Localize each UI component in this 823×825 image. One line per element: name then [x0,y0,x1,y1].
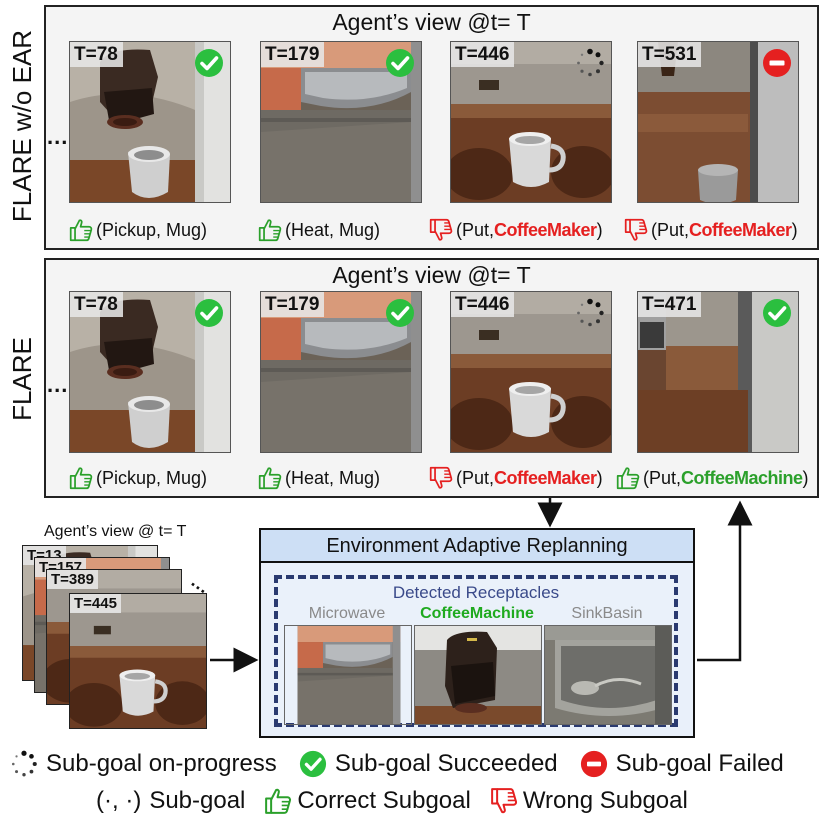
sinkbasin-scene-image [545,626,672,725]
timestep-label: T=471 [638,292,702,317]
timestep-label: T=446 [451,292,515,317]
receptacle-label-sinkbasin: SinkBasin [571,605,643,622]
receptacle-image-sinkbasin [544,625,672,725]
timestep-label: T=78 [70,292,123,317]
stack-label: Agent’s view @ t= T [44,523,187,540]
continuation-ellipsis: ... [47,124,69,149]
stacked-frame-current: T=445 [69,593,207,729]
timestep-label: T=389 [47,570,98,589]
ear-title: Environment Adaptive Replanning [261,530,693,563]
subgoal-close: ) [791,219,798,240]
success-check-icon [762,298,792,328]
thumbs-up-icon [68,465,94,491]
progress-spinner-icon [10,750,38,778]
legend-row-2: (·, ·) Sub-goal Correct Subgoal Wrong Su… [96,786,688,816]
legend-failed: Sub-goal Failed [615,750,784,777]
subgoal-verb: (Put, [643,467,682,488]
frame-pickup-mug: T=78 [69,41,231,203]
success-check-icon [385,48,415,78]
success-check-icon [299,750,327,778]
fail-minus-icon [762,48,792,78]
subgoal-verb: (Put, [456,467,495,488]
timestep-label: T=445 [70,594,121,613]
progress-spinner-icon [575,48,605,78]
subgoal-caption: (Put, CoffeeMaker) [428,217,603,243]
subgoal-caption: (Heat, Mug) [257,217,380,243]
frame-heat-mug: T=179 [260,41,422,203]
success-check-icon [194,298,224,328]
subgoal-caption: (Put, CoffeeMaker) [623,217,798,243]
subgoal-object: CoffeeMachine [681,467,803,488]
subgoal-caption: (Heat, Mug) [257,465,380,491]
frame-put-coffeemaker-failed: T=531 [637,41,799,203]
ear-module: Environment Adaptive Replanning Detected… [259,528,695,738]
thumbs-down-icon [428,217,454,243]
thumbs-down-icon [489,786,519,816]
subgoal-caption: (Pickup, Mug) [68,217,207,243]
subgoal-caption: (Put, CoffeeMaker) [428,465,603,491]
subgoal-caption: (Pickup, Mug) [68,465,207,491]
receptacle-image-coffeemachine [414,625,542,725]
subgoal-close: ) [802,467,809,488]
detected-receptacles-box: Detected Receptacles Microwave CoffeeMac… [274,575,678,727]
panel-title: Agent’s view @t= T [332,262,531,288]
receptacle-image-microwave [284,625,412,725]
subgoal-object: CoffeeMaker [494,467,597,488]
subgoal-close: ) [596,219,603,240]
row-label-flare-without-ear: FLARE w/o EAR [7,29,37,223]
subgoal-verb: (Put, [651,219,690,240]
subgoal-text: (Pickup, Mug) [96,467,208,488]
subgoal-verb: (Put, [456,219,495,240]
subgoal-object: CoffeeMaker [494,219,597,240]
receptacle-label-microwave: Microwave [308,605,386,622]
subgoal-text: (Heat, Mug) [285,467,381,488]
subgoal-caption: (Put, CoffeeMachine) [615,465,809,491]
legend-wrong: Wrong Subgoal [522,787,688,814]
coffeemachine-scene-image [415,626,542,725]
progress-spinner-icon [575,298,605,328]
thumbs-up-icon [615,465,641,491]
frame-put-coffeemaker: T=446 [450,291,612,453]
thumbs-down-icon [623,217,649,243]
row-label-flare: FLARE [7,337,37,421]
scene-image [70,594,207,729]
subgoal-text: (Heat, Mug) [285,219,381,240]
thumbs-up-icon [257,465,283,491]
detected-receptacles-title: Detected Receptacles [392,583,560,602]
thumbs-down-icon [428,465,454,491]
legend-on-progress: Sub-goal on-progress [46,750,277,777]
subgoal-text: (Pickup, Mug) [96,219,208,240]
frame-pickup-mug: T=78 [69,291,231,453]
legend-succeeded: Sub-goal Succeeded [334,750,558,777]
thumbs-up-icon [263,786,293,816]
panel-title: Agent’s view @t= T [332,9,531,35]
subgoal-close: ) [596,467,603,488]
timestep-label: T=78 [70,42,123,67]
legend-subgoal: Sub-goal [149,787,246,814]
microwave-scene-image [285,626,412,725]
fail-minus-icon [580,750,608,778]
legend-row-1: Sub-goal on-progress Sub-goal Succeeded … [10,750,784,778]
subgoal-symbol: (·, ·) [96,787,142,814]
arrow-ear-to-panel [697,500,753,662]
frame-put-coffeemaker: T=446 [450,41,612,203]
timestep-label: T=179 [261,42,325,67]
timestep-label: T=531 [638,42,702,67]
subgoal-object: CoffeeMaker [689,219,792,240]
thumbs-up-icon [257,217,283,243]
timestep-label: T=179 [261,292,325,317]
continuation-ellipsis: ... [47,372,69,397]
receptacle-label-coffeemachine: CoffeeMachine [420,605,534,622]
legend-correct: Correct Subgoal [297,787,471,814]
frame-heat-mug: T=179 [260,291,422,453]
thumbs-up-icon [68,217,94,243]
success-check-icon [385,298,415,328]
success-check-icon [194,48,224,78]
timestep-label: T=446 [451,42,515,67]
frame-put-coffeemachine: T=471 [637,291,799,453]
